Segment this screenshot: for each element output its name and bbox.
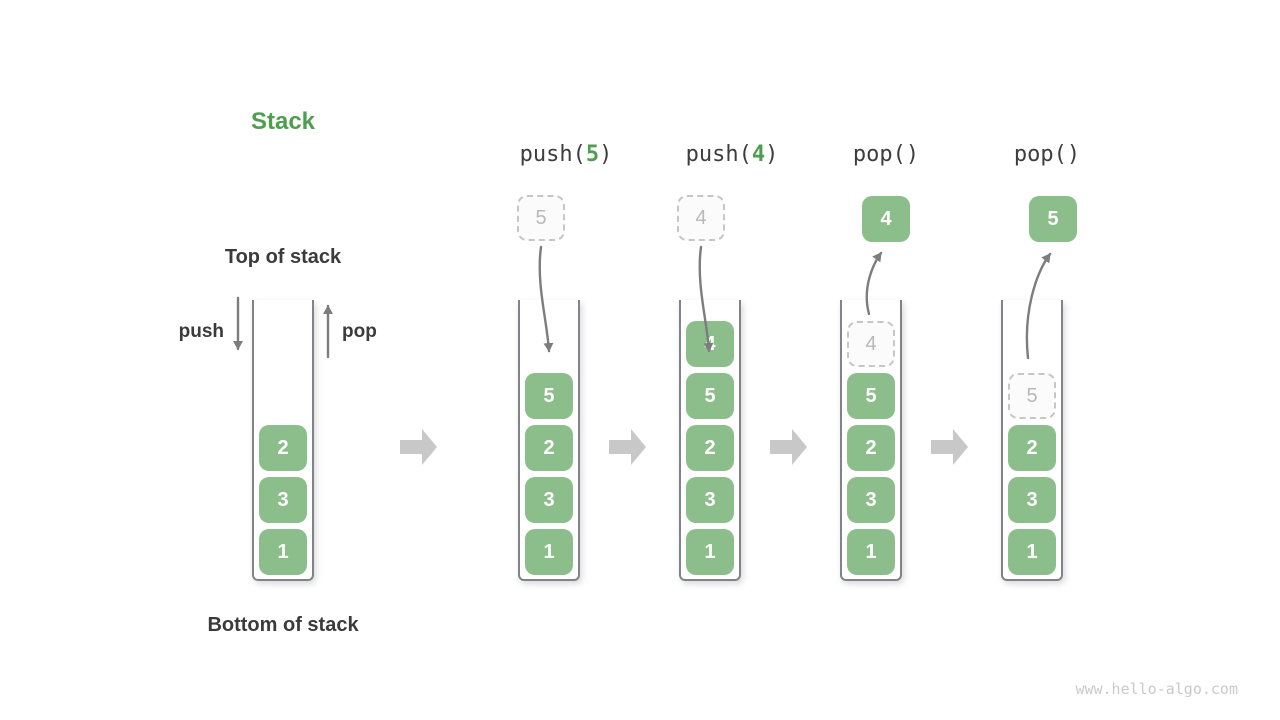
stack-item: 2 (686, 425, 734, 471)
stack-item: 5 (525, 373, 573, 419)
stack-item: 1 (686, 529, 734, 575)
op-text: ) (765, 142, 779, 167)
stack-item: 3 (1008, 477, 1056, 523)
step-arrow-icon (400, 429, 437, 465)
stack-container-push5: 5 2 3 1 (518, 300, 580, 581)
push-arrow-label: push (178, 321, 224, 342)
stack-item: 1 (525, 529, 573, 575)
stack-item: 3 (259, 477, 307, 523)
stack-container-pop2: 5 2 3 1 (1001, 300, 1063, 581)
diagram-title: Stack (250, 108, 316, 135)
popped-value-box: 4 (862, 196, 910, 242)
operation-label-push-5: push(5) (476, 142, 656, 167)
stack-item-ghost: 4 (847, 321, 895, 367)
stack-item: 1 (259, 529, 307, 575)
op-arg: 4 (751, 142, 766, 167)
stack-container-initial: 2 3 1 (252, 300, 314, 581)
stack-item-ghost: 5 (1008, 373, 1056, 419)
stack-item: 4 (686, 321, 734, 367)
op-text: push( (685, 142, 752, 167)
stack-item: 1 (847, 529, 895, 575)
stack-item: 1 (1008, 529, 1056, 575)
stack-item: 2 (847, 425, 895, 471)
popped-value-box: 5 (1029, 196, 1077, 242)
incoming-value-box: 4 (677, 195, 725, 241)
operation-label-pop-2: pop() (957, 142, 1137, 167)
step-arrow-icon (770, 429, 807, 465)
op-text: ) (599, 142, 613, 167)
top-of-stack-label: Top of stack (224, 246, 342, 268)
stack-item: 2 (1008, 425, 1056, 471)
stack-item: 2 (525, 425, 573, 471)
op-text: pop() (1013, 142, 1081, 167)
step-arrow-icon (609, 429, 646, 465)
step-arrow-icon (931, 429, 968, 465)
stack-item: 3 (686, 477, 734, 523)
op-arg: 5 (585, 142, 600, 167)
stack-item: 5 (686, 373, 734, 419)
watermark: www.hello-algo.com (1075, 680, 1238, 698)
pop-arrow-label: pop (342, 321, 377, 342)
op-text: pop() (852, 142, 920, 167)
stack-item: 2 (259, 425, 307, 471)
stack-item: 3 (525, 477, 573, 523)
operation-label-pop-1: pop() (796, 142, 976, 167)
incoming-value-box: 5 (517, 195, 565, 241)
stack-item: 5 (847, 373, 895, 419)
op-text: push( (519, 142, 586, 167)
stack-container-push4: 4 5 2 3 1 (679, 300, 741, 581)
operation-label-push-4: push(4) (642, 142, 822, 167)
stack-container-pop1: 4 5 2 3 1 (840, 300, 902, 581)
stack-item: 3 (847, 477, 895, 523)
bottom-of-stack-label: Bottom of stack (207, 614, 359, 636)
